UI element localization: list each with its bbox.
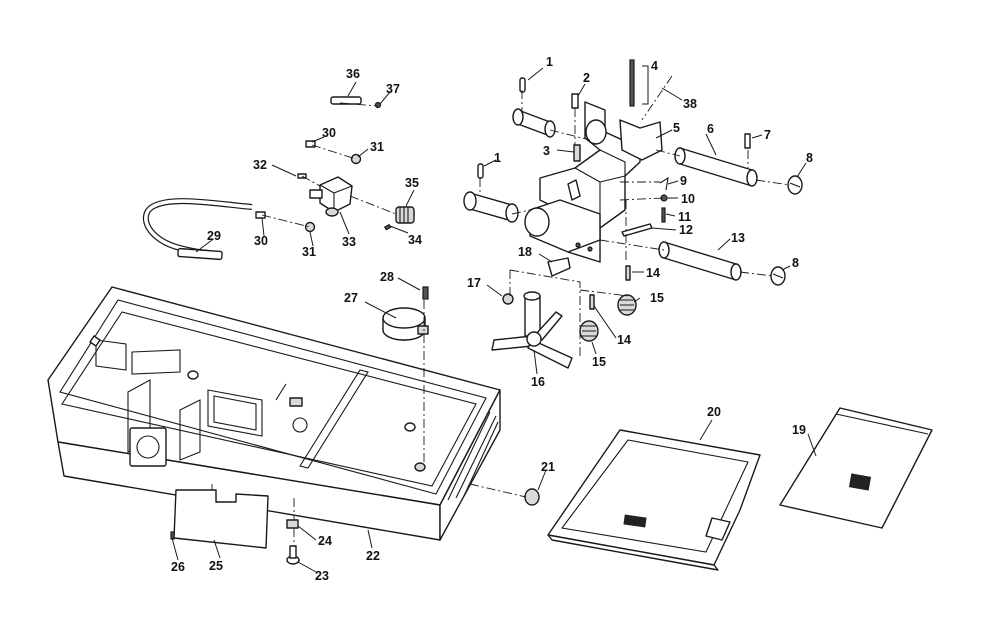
screw-28 [422, 286, 429, 300]
callout-2: 2 [583, 71, 590, 85]
callout-8b: 8 [792, 256, 799, 270]
callout-24: 24 [318, 534, 332, 548]
cap-27 [382, 307, 429, 341]
leader-lines [171, 65, 817, 573]
pin-11 [661, 207, 666, 223]
callout-13: 13 [731, 231, 745, 245]
nut-31b [304, 221, 316, 233]
callout-35: 35 [405, 176, 419, 190]
callout-36: 36 [346, 67, 360, 81]
callout-23: 23 [315, 569, 329, 583]
callout-20: 20 [707, 405, 721, 419]
callout-7: 7 [764, 128, 771, 142]
callout-9: 9 [680, 174, 687, 188]
callout-37: 37 [386, 82, 400, 96]
nut-21 [524, 488, 540, 506]
frame-5 [524, 101, 663, 263]
nut-17 [502, 293, 514, 305]
mat-19 [779, 407, 933, 529]
screw-4 [629, 59, 635, 107]
callout-labels: 1 1 2 3 4 5 6 7 8 8 9 10 11 12 13 14 14 … [171, 55, 813, 583]
screw-23 [286, 545, 300, 565]
knob-35 [395, 206, 415, 224]
callout-8a: 8 [806, 151, 813, 165]
screw-2 [571, 93, 579, 109]
callout-10: 10 [681, 192, 695, 206]
handle-16 [491, 291, 573, 369]
gear-15a [617, 294, 637, 316]
valve-33 [309, 176, 353, 217]
assembly-lines [211, 90, 791, 546]
callout-29: 29 [207, 229, 221, 243]
sleeve-1a [512, 108, 556, 138]
callout-5: 5 [673, 121, 680, 135]
fitting-30b [255, 211, 266, 219]
hose-upper [237, 87, 362, 146]
spring-14a [625, 265, 631, 281]
callout-11: 11 [678, 210, 691, 224]
callout-31b: 31 [302, 245, 316, 259]
hose-lower [142, 198, 253, 261]
callout-1a: 1 [546, 55, 553, 69]
cap-8a [787, 175, 803, 195]
callout-34: 34 [408, 233, 422, 247]
callout-1b: 1 [494, 151, 501, 165]
callout-26: 26 [171, 560, 185, 574]
callout-14b: 14 [617, 333, 631, 347]
gear-15b [579, 320, 599, 342]
callout-17: 17 [467, 276, 481, 290]
sleeve-1b [463, 191, 519, 223]
callout-4: 4 [651, 59, 658, 73]
pan-20 [547, 429, 761, 571]
callout-15a: 15 [650, 291, 664, 305]
plate-24 [286, 519, 299, 529]
callout-15b: 15 [592, 355, 606, 369]
cap-8b [770, 266, 786, 286]
screw-38 [641, 75, 673, 121]
clip-9 [659, 176, 669, 191]
callout-22: 22 [366, 549, 380, 563]
callout-19: 19 [792, 423, 806, 437]
fitting-30a [305, 140, 316, 148]
rod-12 [621, 223, 653, 237]
callout-14a: 14 [646, 266, 660, 280]
callout-28: 28 [380, 270, 394, 284]
spring-14b [589, 294, 595, 310]
tray-22 [47, 286, 501, 541]
cover-25 [173, 489, 269, 549]
callout-18: 18 [518, 245, 532, 259]
screw-37 [374, 101, 382, 109]
callout-25: 25 [209, 559, 223, 573]
pin-18 [547, 257, 571, 277]
callout-16: 16 [531, 375, 545, 389]
callout-33: 33 [342, 235, 356, 249]
callout-12: 12 [679, 223, 693, 237]
pin-34 [383, 223, 392, 231]
callout-30b: 30 [254, 234, 268, 248]
roller-13 [658, 241, 742, 281]
pin-1a [519, 77, 526, 93]
callout-3: 3 [543, 144, 550, 158]
callout-30a: 30 [322, 126, 336, 140]
callout-32: 32 [253, 158, 267, 172]
spring-3 [573, 144, 581, 162]
callout-31a: 31 [370, 140, 384, 154]
callout-38: 38 [683, 97, 697, 111]
callout-21: 21 [541, 460, 555, 474]
pin-1b [477, 163, 484, 179]
screw-7 [744, 133, 751, 149]
roller-6 [674, 147, 758, 187]
callout-6: 6 [707, 122, 714, 136]
callout-27: 27 [344, 291, 358, 305]
